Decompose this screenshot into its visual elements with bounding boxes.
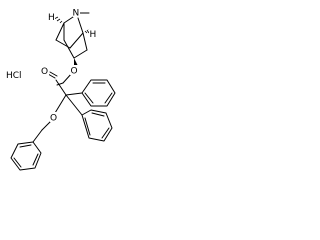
wedge-bond-c3-o <box>74 58 78 67</box>
bond-alpha-phenyl1 <box>65 92 83 96</box>
benzyl-ether <box>32 120 52 143</box>
chemical-structure: N H H O O O HCl <box>6 7 116 171</box>
atom-label-h-right: H <box>90 30 97 40</box>
atom-label-ether-oxygen: O <box>50 114 57 124</box>
atom-label-carbonyl-oxygen: O <box>41 67 48 77</box>
bond-c2-c3 <box>63 39 75 59</box>
bond-o-ch2 <box>41 120 52 131</box>
bond-ch2-phenyl <box>32 129 43 143</box>
phenyl-ring-upper <box>81 79 116 107</box>
phenyl-ring-benzyl <box>10 141 42 171</box>
atom-label-h-left: H <box>48 13 55 23</box>
bond-carbonyl-1 <box>47 73 56 79</box>
bond-c3-c4 <box>73 49 88 59</box>
phenyl-ring-lower <box>81 109 113 142</box>
ester-group <box>47 71 73 96</box>
atom-label-nitrogen: N <box>73 9 80 19</box>
salt-label: HCl <box>6 71 22 81</box>
bond-c1-c7 <box>55 22 65 41</box>
bond-n-c5 <box>77 17 84 34</box>
bond-alpha-phenyl2 <box>65 94 83 116</box>
bond-carbonyl-2 <box>49 71 58 77</box>
bond-ester-c-o <box>56 82 64 86</box>
atom-label-ester-oxygen: O <box>71 67 78 77</box>
quaternary-center <box>54 92 83 116</box>
bond-alpha-oether <box>54 94 67 114</box>
hash-bond-left <box>53 16 63 24</box>
tropane-core <box>53 12 92 67</box>
bond-c4-c5 <box>82 32 88 51</box>
bond-c6-c5 <box>69 32 84 49</box>
bond-ester-c-alpha <box>55 79 67 96</box>
